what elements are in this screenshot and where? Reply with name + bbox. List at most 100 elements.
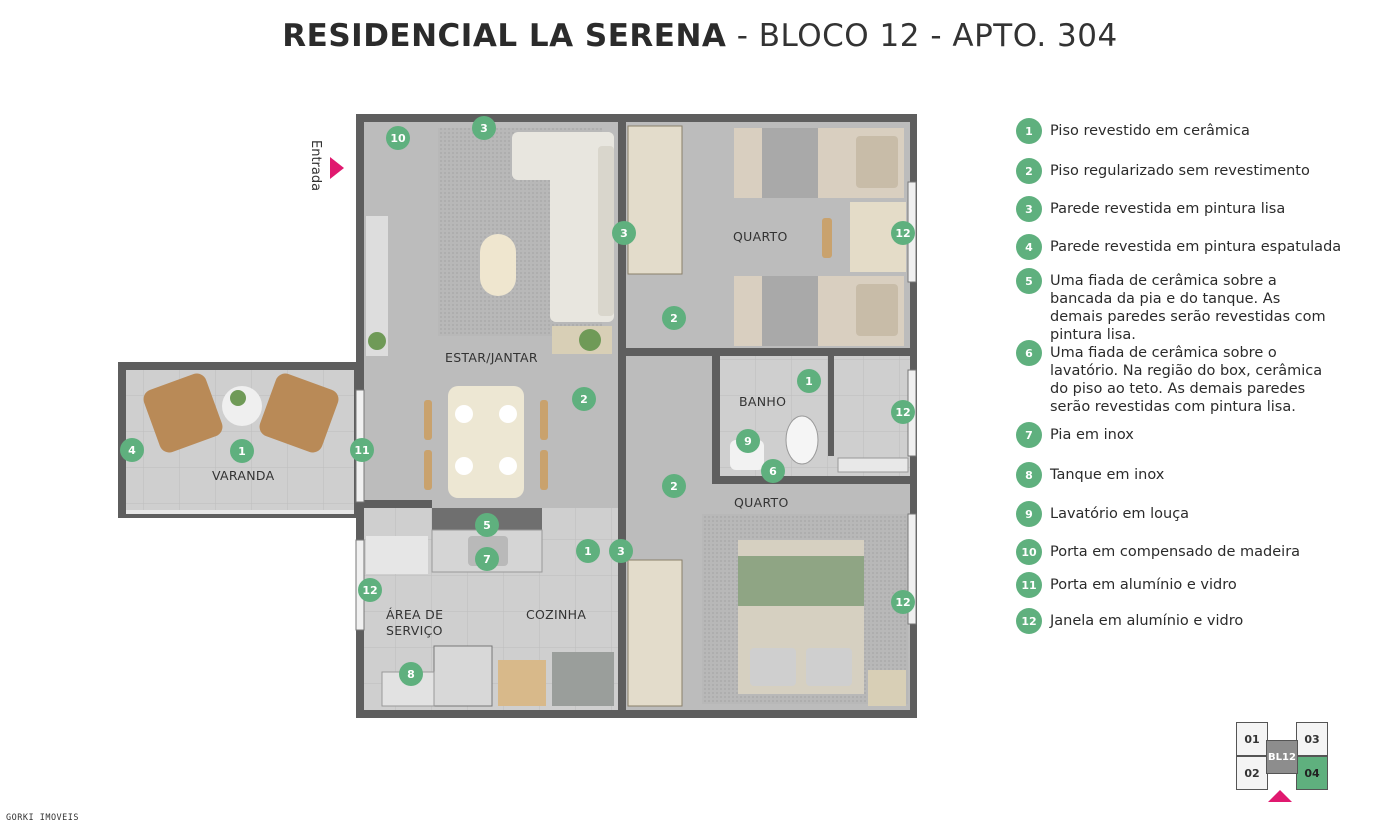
legend-item: 7 Pia em inox (1016, 422, 1134, 448)
svg-text:6: 6 (769, 465, 777, 478)
armchair (259, 373, 339, 453)
keyplan-unit-active: 04 (1296, 756, 1328, 790)
bed-cover (738, 556, 864, 606)
svg-text:12: 12 (895, 596, 910, 609)
legend-text: Lavatório em louça (1050, 506, 1190, 522)
legend-number: 9 (1016, 501, 1042, 527)
svg-text:2: 2 (670, 480, 678, 493)
legend-number: 5 (1016, 268, 1042, 294)
svg-text:3: 3 (620, 227, 628, 240)
marker-12: 12 (891, 400, 915, 424)
plate (499, 405, 517, 423)
cabinet (498, 660, 546, 706)
legend-text: Porta em alumínio e vidro (1050, 577, 1237, 593)
marker-3: 3 (609, 539, 633, 563)
svg-text:11: 11 (354, 444, 369, 457)
legend-item: 9 Lavatório em louça (1016, 501, 1189, 527)
svg-text:2: 2 (670, 312, 678, 325)
plate (455, 457, 473, 475)
marker-12: 12 (891, 221, 915, 245)
chair (540, 450, 548, 490)
marker-6: 6 (761, 459, 785, 483)
tv-unit (366, 216, 388, 356)
legend-number: 6 (1016, 340, 1042, 366)
legend-text: Piso regularizado sem revestimento (1050, 163, 1310, 179)
legend-text: Uma fiada de cerâmica sobre a bancada da… (1050, 273, 1326, 343)
keyplan-unit: 03 (1296, 722, 1328, 756)
marker-1: 1 (797, 369, 821, 393)
pillow (856, 136, 898, 188)
legend-text: Pia em inox (1050, 427, 1134, 443)
marker-8: 8 (399, 662, 423, 686)
legend-number: 10 (1016, 539, 1042, 565)
chair (822, 218, 832, 258)
svg-text:12: 12 (362, 584, 377, 597)
marker-4: 4 (120, 438, 144, 462)
legend-item: 5 Uma fiada de cerâmica sobre a bancada d… (1016, 268, 1336, 344)
marker-3: 3 (612, 221, 636, 245)
marker-1: 1 (576, 539, 600, 563)
svg-text:1: 1 (238, 445, 246, 458)
svg-text:8: 8 (407, 668, 415, 681)
keyplan-unit: 01 (1236, 722, 1268, 756)
legend-number: 12 (1016, 608, 1042, 634)
legend-number: 3 (1016, 196, 1042, 222)
title-project: RESIDENCIAL LA SERENA (282, 18, 727, 54)
plant (230, 390, 246, 406)
chair (540, 400, 548, 440)
marker-12: 12 (891, 590, 915, 614)
wall (712, 356, 720, 484)
marker-2: 2 (662, 306, 686, 330)
pillow (806, 648, 852, 686)
toilet (785, 415, 819, 465)
nightstand (868, 670, 906, 706)
coffee-table (480, 234, 516, 296)
block-key-plan: 01 03 02 04 BL12 (1236, 722, 1328, 790)
svg-text:12: 12 (895, 227, 910, 240)
stove (433, 645, 493, 707)
page-title: RESIDENCIAL LA SERENA - BLOCO 12 - APTO.… (0, 18, 1400, 54)
marker-11: 11 (350, 438, 374, 462)
svg-text:3: 3 (480, 122, 488, 135)
wall (364, 500, 432, 508)
marker-2: 2 (662, 474, 686, 498)
svg-text:10: 10 (390, 132, 406, 145)
pillow (750, 648, 796, 686)
wall (618, 440, 626, 710)
marker-2: 2 (572, 387, 596, 411)
room-label-area-servico: SERVIÇO (386, 623, 443, 638)
svg-text:12: 12 (895, 406, 910, 419)
entrance-label: Entrada (308, 140, 323, 191)
legend-text: Janela em alumínio e vidro (1050, 613, 1244, 629)
plant (368, 332, 386, 350)
shower-drain (837, 457, 909, 473)
marker-1: 1 (230, 439, 254, 463)
marker-10: 10 (386, 126, 410, 150)
armchair (143, 373, 223, 453)
unit-position-arrow-icon (1268, 790, 1292, 802)
svg-text:2: 2 (580, 393, 588, 406)
blanket (762, 276, 818, 346)
plate (455, 405, 473, 423)
legend-number: 4 (1016, 234, 1042, 260)
pillow (856, 284, 898, 336)
dining-table (448, 386, 524, 498)
legend-text: Porta em compensado de madeira (1050, 544, 1301, 560)
legend-number: 11 (1016, 572, 1042, 598)
svg-text:7: 7 (483, 553, 491, 566)
legend-item: 11 Porta em alumínio e vidro (1016, 572, 1237, 598)
legend-number: 1 (1016, 118, 1042, 144)
chair (424, 450, 432, 490)
svg-text:9: 9 (744, 435, 752, 448)
chair (424, 400, 432, 440)
washing-machine (366, 536, 428, 574)
legend-number: 7 (1016, 422, 1042, 448)
wardrobe (627, 125, 683, 275)
legend-number: 8 (1016, 462, 1042, 488)
blanket (762, 128, 818, 198)
